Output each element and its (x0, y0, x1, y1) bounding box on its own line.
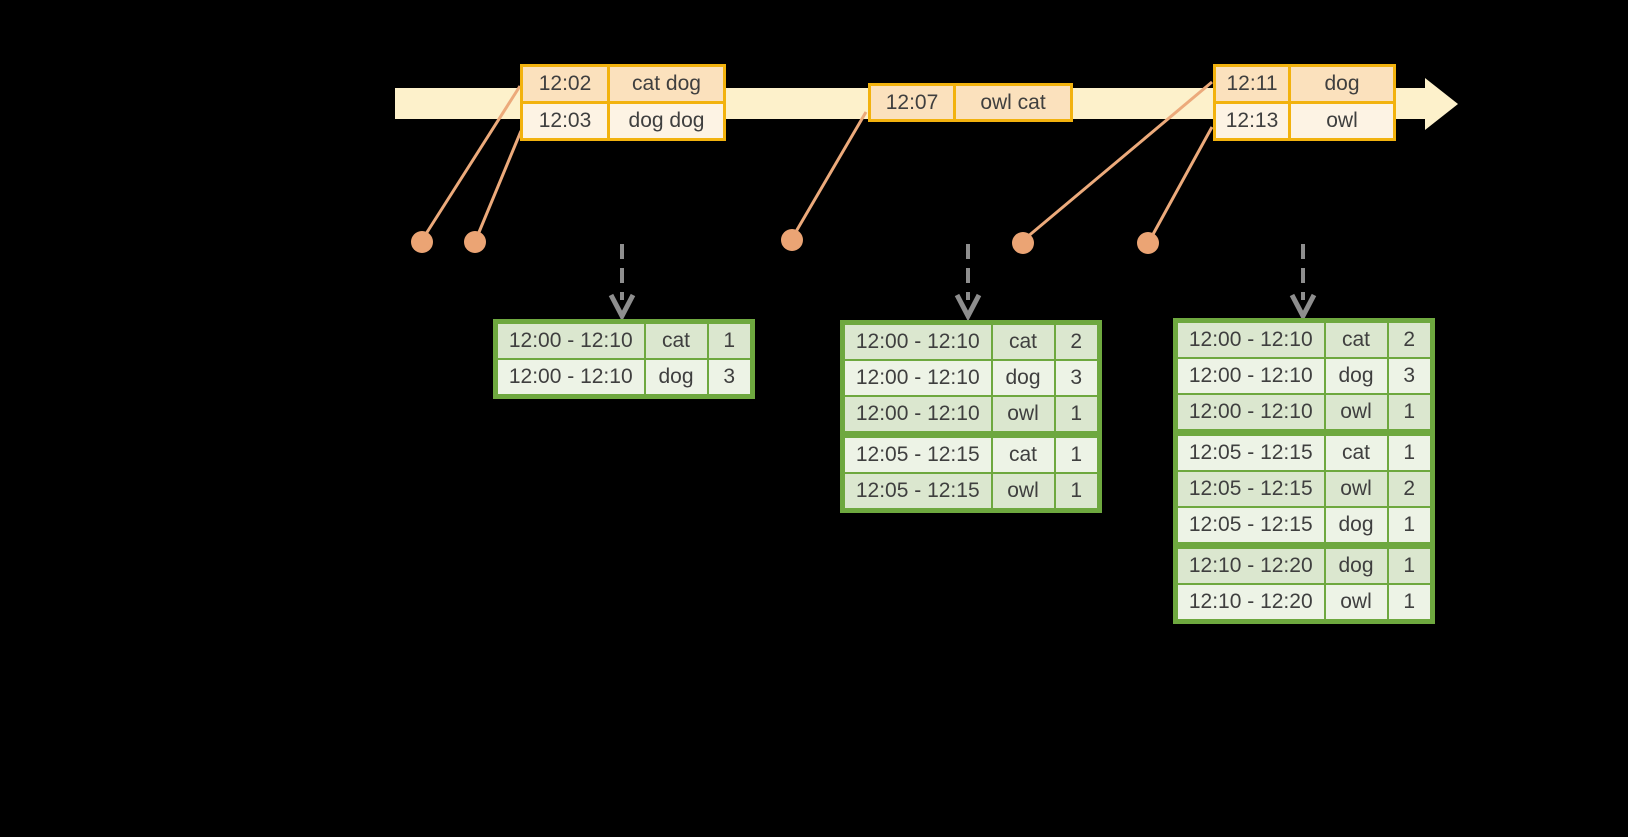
window-range: 12:05 - 12:15 (841, 431, 993, 474)
window-range: 12:00 - 12:10 (494, 320, 646, 360)
word: owl (1323, 583, 1389, 623)
window-range: 12:05 - 12:15 (1174, 470, 1326, 508)
dashed-arrow-head-icon-1 (608, 293, 636, 322)
window-range: 12:00 - 12:10 (494, 358, 646, 398)
result-table-1: 12:00 - 12:10 cat 1 12:00 - 12:10 dog 3 (493, 319, 755, 399)
dashed-arrow-head-icon-3 (1289, 293, 1317, 322)
count: 1 (1053, 472, 1101, 512)
leader-line-event-1213 (1149, 126, 1214, 239)
result-row: 12:10 - 12:20 dog 1 (1174, 542, 1434, 585)
event-words: dog dog (607, 101, 726, 141)
leader-line-event-1203 (475, 130, 523, 238)
result-table-2: 12:00 - 12:10 cat 2 12:00 - 12:10 dog 3 … (840, 320, 1102, 513)
word: dog (990, 359, 1056, 397)
window-range: 12:00 - 12:10 (1174, 393, 1326, 434)
result-row: 12:00 - 12:10 cat 2 (1174, 319, 1434, 359)
word: dog (1323, 542, 1389, 585)
count: 3 (706, 358, 754, 398)
window-range: 12:00 - 12:10 (841, 395, 993, 436)
result-row: 12:00 - 12:10 dog 3 (494, 358, 754, 398)
event-row: 12:11 dog (1213, 64, 1396, 104)
count: 1 (1386, 583, 1434, 623)
count: 1 (1053, 395, 1101, 436)
timeline-arrow-head-icon (1425, 78, 1458, 130)
result-table-3: 12:00 - 12:10 cat 2 12:00 - 12:10 dog 3 … (1173, 318, 1435, 624)
count: 3 (1053, 359, 1101, 397)
window-range: 12:00 - 12:10 (841, 321, 993, 361)
word: owl (1323, 393, 1389, 434)
event-row: 12:02 cat dog (520, 64, 726, 104)
event-row: 12:03 dog dog (520, 101, 726, 141)
word: owl (1323, 470, 1389, 508)
word: cat (990, 321, 1056, 361)
event-table-2: 12:07 owl cat (868, 83, 1073, 122)
leader-line-event-1207 (792, 111, 868, 236)
window-range: 12:10 - 12:20 (1174, 583, 1326, 623)
result-row: 12:00 - 12:10 dog 3 (1174, 357, 1434, 395)
event-dot-1207 (781, 229, 803, 251)
event-words: dog (1288, 64, 1396, 104)
result-row: 12:00 - 12:10 dog 3 (841, 359, 1101, 397)
event-time: 12:02 (520, 64, 610, 104)
count: 1 (706, 320, 754, 360)
word: dog (1323, 506, 1389, 547)
event-row: 12:07 owl cat (868, 83, 1073, 122)
window-range: 12:10 - 12:20 (1174, 542, 1326, 585)
dashed-arrow-head-icon-2 (954, 293, 982, 322)
event-time: 12:03 (520, 101, 610, 141)
window-range: 12:05 - 12:15 (841, 472, 993, 512)
event-words: owl (1288, 101, 1396, 141)
result-row: 12:00 - 12:10 owl 1 (1174, 393, 1434, 434)
event-table-3: 12:11 dog 12:13 owl (1213, 64, 1396, 141)
count: 2 (1386, 470, 1434, 508)
word: owl (990, 472, 1056, 512)
result-row: 12:05 - 12:15 cat 1 (841, 431, 1101, 474)
result-row: 12:05 - 12:15 owl 1 (841, 472, 1101, 512)
count: 2 (1053, 321, 1101, 361)
count: 1 (1386, 542, 1434, 585)
result-row: 12:00 - 12:10 owl 1 (841, 395, 1101, 436)
result-row: 12:00 - 12:10 cat 2 (841, 321, 1101, 361)
word: cat (643, 320, 709, 360)
event-dot-1211 (1012, 232, 1034, 254)
event-time: 12:11 (1213, 64, 1291, 104)
event-row: 12:13 owl (1213, 101, 1396, 141)
event-words: owl cat (953, 83, 1073, 122)
event-dot-1213 (1137, 232, 1159, 254)
word: cat (1323, 429, 1389, 472)
result-row: 12:05 - 12:15 dog 1 (1174, 506, 1434, 547)
event-words: cat dog (607, 64, 726, 104)
count: 1 (1386, 506, 1434, 547)
word: cat (990, 431, 1056, 474)
word: dog (1323, 357, 1389, 395)
count: 2 (1386, 319, 1434, 359)
count: 3 (1386, 357, 1434, 395)
window-range: 12:00 - 12:10 (1174, 357, 1326, 395)
event-time: 12:07 (868, 83, 956, 122)
event-time: 12:13 (1213, 101, 1291, 141)
event-dot-1203 (464, 231, 486, 253)
word: owl (990, 395, 1056, 436)
count: 1 (1386, 429, 1434, 472)
word: cat (1323, 319, 1389, 359)
count: 1 (1386, 393, 1434, 434)
result-row: 12:05 - 12:15 cat 1 (1174, 429, 1434, 472)
count: 1 (1053, 431, 1101, 474)
event-dot-1202 (411, 231, 433, 253)
result-row: 12:00 - 12:10 cat 1 (494, 320, 754, 360)
window-range: 12:00 - 12:10 (841, 359, 993, 397)
word: dog (643, 358, 709, 398)
window-range: 12:00 - 12:10 (1174, 319, 1326, 359)
window-range: 12:05 - 12:15 (1174, 506, 1326, 547)
result-row: 12:05 - 12:15 owl 2 (1174, 470, 1434, 508)
window-range: 12:05 - 12:15 (1174, 429, 1326, 472)
result-row: 12:10 - 12:20 owl 1 (1174, 583, 1434, 623)
event-table-1: 12:02 cat dog 12:03 dog dog (520, 64, 726, 141)
